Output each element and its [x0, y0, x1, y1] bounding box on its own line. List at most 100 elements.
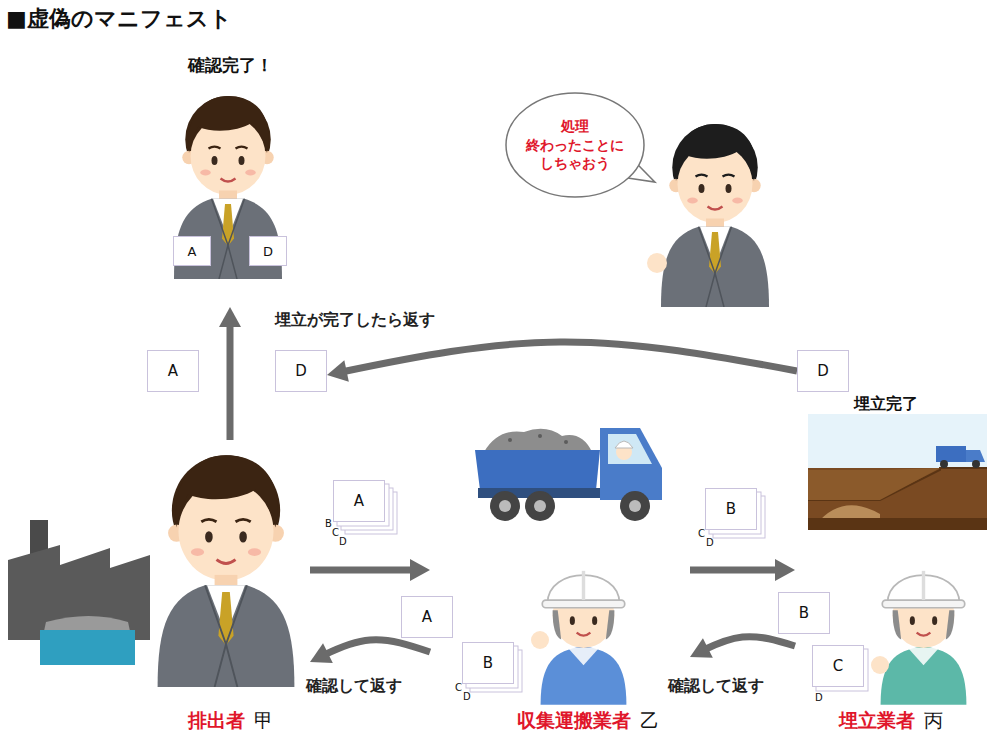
- landfill-picture-part: [936, 446, 966, 462]
- dump-truck-part: [600, 428, 662, 500]
- arrow-line: [690, 637, 795, 657]
- flow-arrow: [219, 307, 241, 440]
- factory: [8, 520, 150, 665]
- edge-label: 確認して返す: [306, 676, 402, 697]
- arrow-line: [310, 640, 430, 662]
- landfill-picture-part: [808, 518, 987, 530]
- manifest-slip: BCD: [462, 642, 514, 684]
- bubble-ellipse: [506, 93, 644, 197]
- copy-letter: C: [332, 528, 339, 538]
- edge-label: 確認して返す: [668, 676, 764, 697]
- manifest-slip: ABCD: [333, 480, 385, 522]
- slip-letter: B: [483, 654, 493, 672]
- manifest-slip: D: [249, 236, 287, 266]
- flow-arrow: [310, 640, 430, 663]
- speech-bubble: 処理 終わったことに しちゃおう: [505, 92, 645, 198]
- landfill-picture-part: [940, 460, 948, 468]
- title: ■虚偽のマニフェスト: [6, 4, 232, 34]
- manifest-slip: A: [173, 236, 211, 266]
- dump-truck-part: [538, 434, 542, 438]
- slip-letter: A: [422, 608, 432, 626]
- arrow-head: [410, 559, 430, 581]
- dump-truck: [475, 428, 662, 521]
- landfill-picture-part: [808, 468, 987, 530]
- slip-letter: A: [168, 362, 178, 380]
- factory-part: [40, 630, 135, 665]
- dump-truck-part: [608, 434, 652, 464]
- arrow-head: [775, 559, 795, 581]
- dump-truck-part: [508, 438, 512, 442]
- dump-truck-part: [620, 491, 650, 521]
- dump-truck-part: [484, 429, 592, 452]
- copy-letter: C: [455, 683, 462, 693]
- landfill-picture-part: [808, 468, 940, 500]
- landfill-picture-part: [972, 460, 980, 468]
- slip-letter: A: [188, 244, 197, 259]
- carrier-worker: [541, 571, 627, 705]
- actor-box: A D 確認完了！: [150, 52, 310, 307]
- discharger-person: [158, 455, 295, 687]
- faker-person: [661, 124, 769, 307]
- landfill-picture-part: [808, 414, 987, 530]
- factory-part: [8, 545, 150, 640]
- slip-letter: C: [833, 657, 843, 675]
- flow-arrow: [310, 559, 430, 581]
- arrow-head: [690, 638, 713, 658]
- arrow-line: [327, 342, 797, 375]
- party-name: 乙: [640, 709, 659, 732]
- slip-letter: D: [295, 362, 307, 380]
- arrow-head: [310, 643, 333, 663]
- manifest-slip: D: [797, 350, 849, 392]
- dump-truck-part: [564, 440, 568, 444]
- role-name: 埋立業者: [839, 709, 915, 732]
- landfill-picture-part: [820, 505, 880, 520]
- landfill-picture: [808, 414, 987, 530]
- caption-text: 確認完了！: [188, 54, 273, 77]
- arrow-head: [219, 307, 241, 327]
- copy-letter: D: [463, 692, 471, 702]
- manifest-slip: D: [275, 350, 327, 392]
- checker-person: [174, 96, 282, 279]
- copy-letter: B: [325, 519, 332, 529]
- slip-letter: D: [817, 362, 829, 380]
- dump-truck-part: [525, 491, 555, 521]
- slip-letter: D: [263, 244, 273, 259]
- slip-letter: B: [726, 500, 736, 518]
- flow-arrow: [327, 342, 797, 382]
- bubble-join: [623, 166, 626, 176]
- copy-letter: D: [815, 693, 823, 703]
- landfill-box: 埋立完了: [808, 394, 987, 530]
- copy-letter: D: [706, 538, 714, 548]
- dump-truck-part: [629, 500, 641, 512]
- dump-truck-part: [475, 450, 600, 490]
- thumb-hand: [531, 631, 549, 649]
- actor-box: 埋立業者丙: [795, 545, 987, 738]
- dump-truck-part: [499, 500, 511, 512]
- copy-letter: C: [698, 529, 705, 539]
- pointing-hand: [647, 253, 667, 273]
- dump-truck-part: [490, 491, 520, 521]
- manifest-slip: BCD: [705, 488, 757, 530]
- role-name: 排出者: [188, 709, 245, 732]
- hand: [871, 656, 889, 674]
- edge-label: 埋立が完了したら返す: [275, 310, 435, 331]
- slip-letter: B: [799, 604, 809, 622]
- manifest-slip: A: [401, 596, 453, 638]
- manifest-slip: CD: [812, 645, 864, 687]
- manifest-slip: A: [147, 350, 199, 392]
- flow-arrow: [690, 559, 795, 581]
- slip-letter: A: [354, 492, 364, 510]
- dump-truck-part: [615, 441, 633, 448]
- manifest-slip: B: [778, 592, 830, 634]
- copy-letter: D: [339, 537, 347, 547]
- landfill-worker: [881, 571, 967, 705]
- actor-box: 排出者甲: [150, 440, 310, 738]
- landfill-picture-part: [808, 468, 987, 500]
- speech-text: 処理 終わったことに しちゃおう: [519, 117, 631, 174]
- dump-truck-part: [534, 500, 546, 512]
- party-name: 甲: [254, 709, 273, 732]
- arrow-head: [327, 360, 349, 382]
- role-name: 収集運搬業者: [517, 709, 631, 732]
